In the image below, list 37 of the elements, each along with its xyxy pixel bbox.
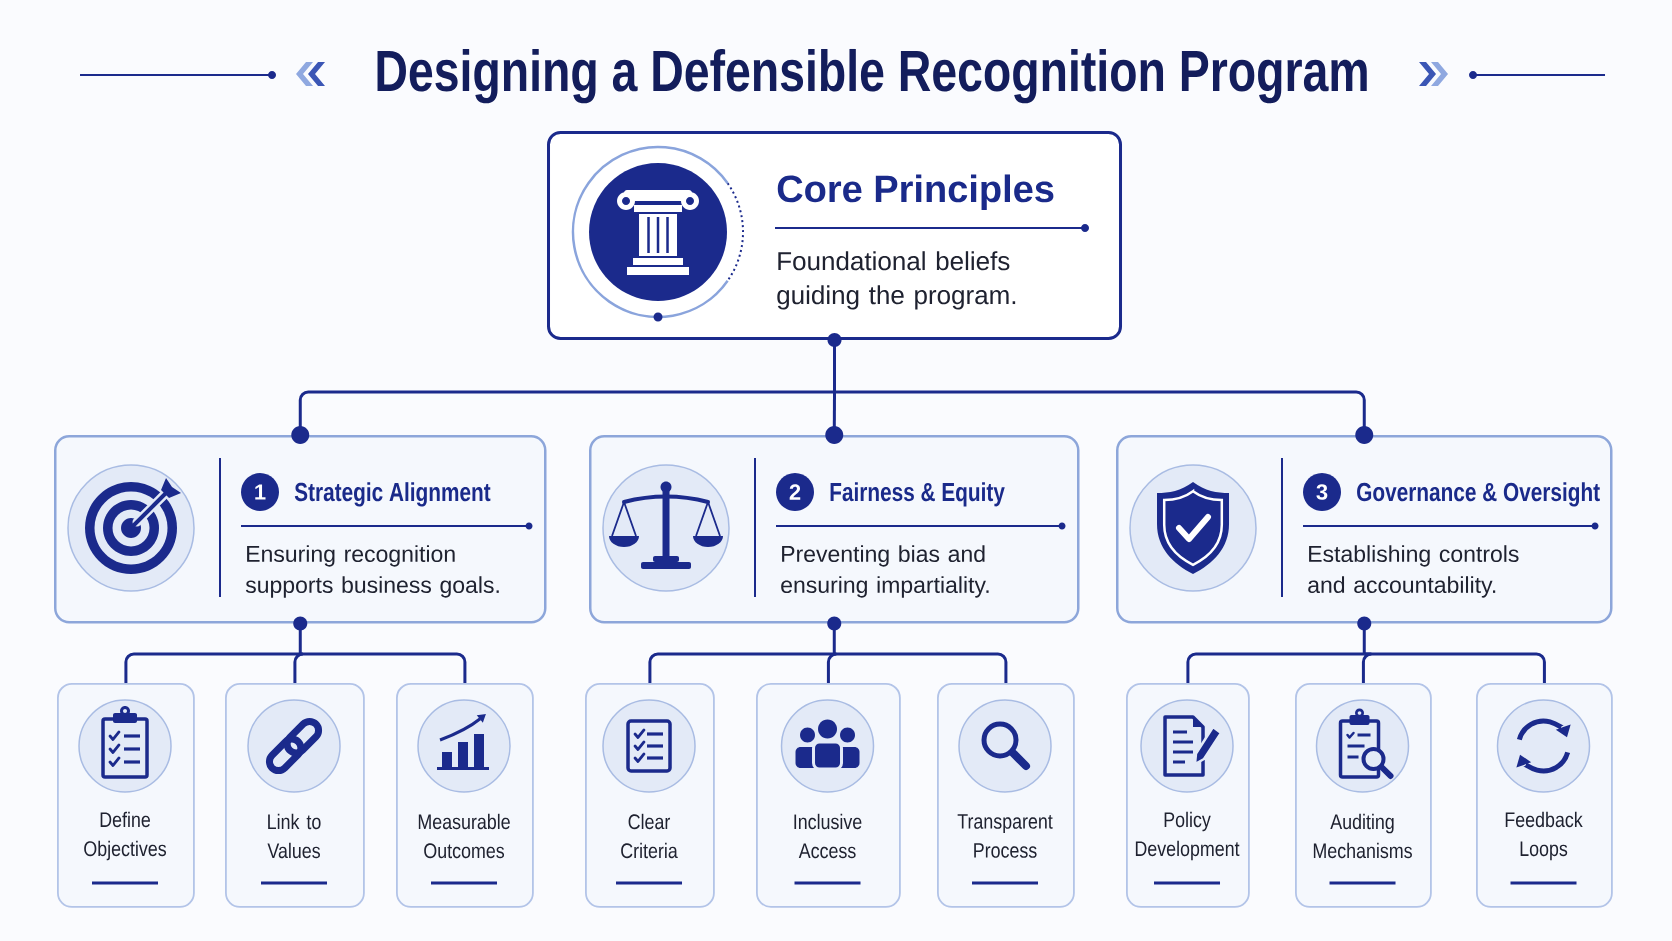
card-description: Establishing controls and accountability. — [1308, 545, 1519, 598]
card-heading: Fairness & Equity — [830, 482, 1005, 507]
connector-line — [291, 390, 835, 444]
connector-line — [1364, 652, 1546, 683]
tile-label: Link to Values — [267, 813, 321, 859]
connector-line — [827, 333, 842, 392]
card-description: Foundational beliefs guiding the program. — [777, 251, 1016, 310]
card-heading: Governance & Oversight — [1357, 482, 1600, 507]
connector-line — [825, 392, 844, 444]
number-badge: 3 — [1303, 473, 1341, 511]
connector-line — [1186, 652, 1365, 683]
connector-line — [293, 652, 305, 683]
card-heading: Strategic Alignment — [294, 482, 491, 507]
title: Designing a Defensible Recognition Program — [377, 48, 1367, 104]
tile-label: Inclusive Access — [794, 813, 862, 859]
connector-line — [826, 652, 838, 683]
card-description: Preventing bias and ensuring impartiality. — [781, 545, 989, 598]
connector-line — [834, 652, 1008, 683]
connector-line — [1361, 652, 1373, 683]
connector-line — [293, 616, 308, 654]
tile-label: Transparent Process — [957, 814, 1053, 858]
connector-line — [648, 652, 835, 683]
tile-label: Policy Development — [1135, 811, 1240, 861]
number-badge: 1 — [241, 473, 279, 511]
tile-label: Auditing Mechanisms — [1313, 813, 1412, 859]
tile-label: Measurable Outcomes — [418, 813, 510, 859]
connector-line — [124, 652, 301, 683]
card-description: Ensuring recognition supports business goals. — [245, 545, 499, 598]
connector-line — [300, 652, 467, 683]
connector-line — [827, 616, 842, 654]
tile-label: Define Objectives — [84, 811, 167, 861]
connector-line — [834, 390, 1374, 444]
card-heading: Core Principles — [777, 174, 1054, 210]
connector-line — [1357, 616, 1372, 654]
tile-label: Clear Criteria — [621, 813, 678, 859]
tile-label: Feedback Loops — [1505, 811, 1583, 861]
number-badge: 2 — [776, 473, 814, 511]
